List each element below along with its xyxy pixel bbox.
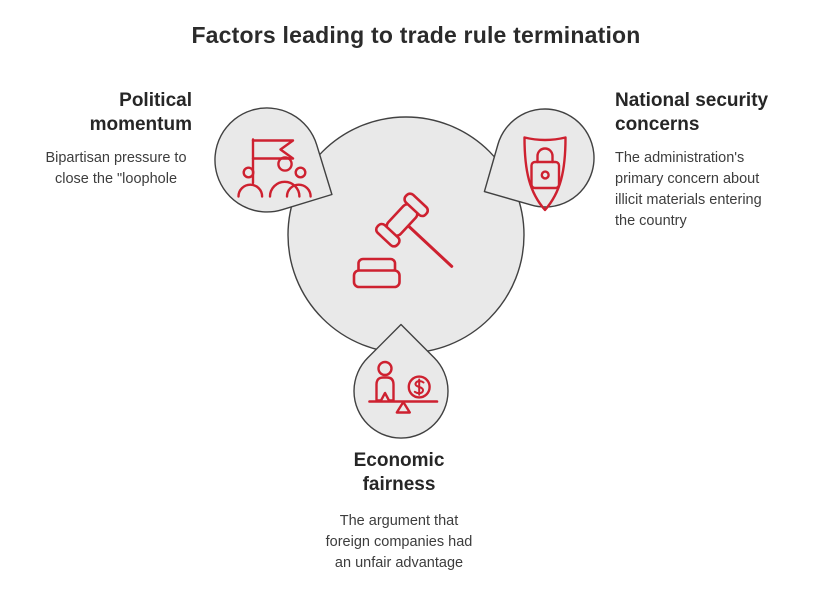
shield-lock-icon (523, 136, 567, 212)
factor-pin-national-security (483, 108, 595, 208)
factor-heading-political-momentum: Political momentum (89, 90, 192, 135)
gavel-base (352, 257, 401, 289)
factor-heading-economic-fairness: Economic fairness (353, 450, 445, 495)
factor-description-political-momentum: Bipartisan pressure to close the "loopho… (45, 150, 187, 187)
page-title: Factors leading to trade rule terminatio… (191, 22, 641, 48)
group-flag-icon (237, 138, 312, 198)
factor-description-national-security: The administration's primary concern abo… (615, 150, 762, 229)
factor-pin-political-momentum (214, 107, 333, 213)
factor-pin-economic-fairness (353, 323, 449, 439)
gavel-icon (352, 192, 454, 289)
balance-scale-icon (368, 360, 439, 414)
factor-description-economic-fairness: The argument that foreign companies had … (325, 513, 473, 571)
factor-heading-national-security: National security concerns (615, 90, 769, 135)
center-circle (287, 116, 525, 354)
